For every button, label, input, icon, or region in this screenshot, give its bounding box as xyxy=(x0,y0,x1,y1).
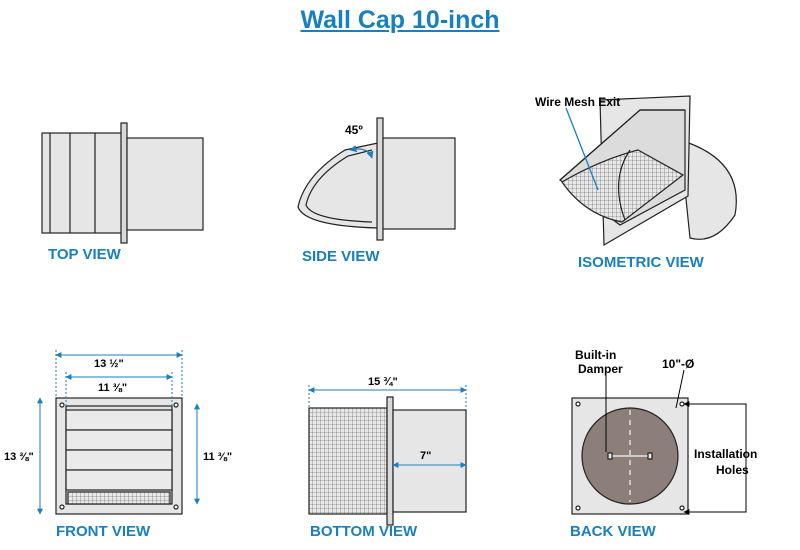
dim-bottom-total-depth: 15 ¾" xyxy=(368,376,398,388)
dim-front-inner-height: 11 ⅜" xyxy=(203,451,232,463)
front-view-drawing xyxy=(55,397,183,515)
bottom-view-dimensions xyxy=(308,385,467,468)
installation-holes-line1: Installation xyxy=(694,447,757,461)
side-view-drawing xyxy=(297,117,456,241)
top-view-drawing xyxy=(41,122,204,244)
front-view-dimensions xyxy=(37,350,200,515)
angle-arc xyxy=(349,145,374,159)
label-top-view: TOP VIEW xyxy=(48,246,121,263)
dim-front-outer-width: 13 ½" xyxy=(94,358,124,370)
back-view-drawing xyxy=(571,397,689,515)
dim-bottom-duct-depth: 7" xyxy=(420,450,431,462)
isometric-view-drawing xyxy=(559,95,737,247)
dim-front-inner-width: 11 ⅜" xyxy=(98,382,127,394)
installation-holes-line2: Holes xyxy=(716,463,749,477)
dim-front-outer-height: 13 ⅜" xyxy=(4,451,34,463)
wire-mesh-label: Wire Mesh Exit xyxy=(535,95,620,109)
label-isometric-view: ISOMETRIC VIEW xyxy=(578,254,704,271)
wire-mesh-leader xyxy=(565,107,599,191)
page-title: Wall Cap 10-inch xyxy=(300,6,500,34)
bottom-view-drawing xyxy=(308,396,467,526)
label-back-view: BACK VIEW xyxy=(570,523,656,540)
built-in-label-line2: Damper xyxy=(578,362,623,376)
label-bottom-view: BOTTOM VIEW xyxy=(310,523,418,540)
back-view-leaders xyxy=(605,369,747,515)
label-side-view: SIDE VIEW xyxy=(302,248,380,265)
label-front-view: FRONT VIEW xyxy=(56,523,151,540)
built-in-label-line1: Built-in xyxy=(575,348,616,362)
diameter-label: 10"-Ø xyxy=(662,357,694,371)
angle-label: 45º xyxy=(345,123,363,137)
